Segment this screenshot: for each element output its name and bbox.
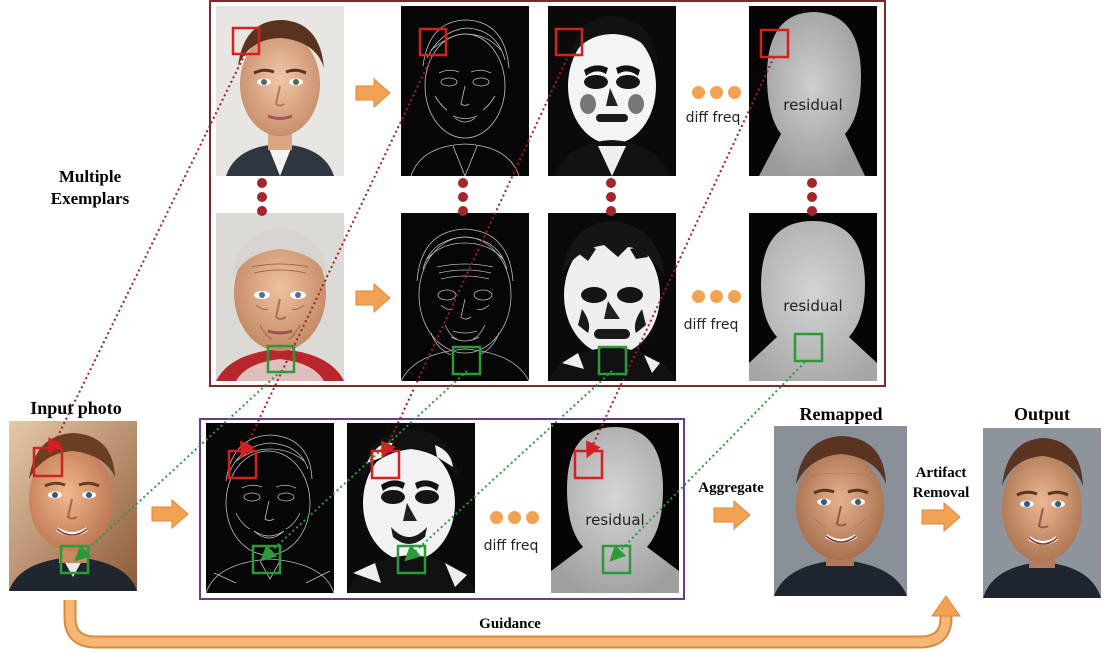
red-correspondence-lines: [52, 54, 774, 451]
green-patch-boxes: [61, 334, 822, 573]
ellipsis-dots-icon: [692, 290, 741, 303]
diff-freq-label-row1: diff freq: [680, 110, 746, 126]
green-correspondence-lines: [80, 362, 805, 556]
guidance-label: Guidance: [460, 616, 560, 633]
ellipsis-dots-icon: [692, 86, 741, 99]
input-photo-label: Input photo: [12, 398, 140, 419]
vertical-dots-icon: [807, 178, 817, 216]
multiple-exemplars-label: Multiple Exemplars: [40, 166, 140, 210]
vertical-dots-icon: [458, 178, 468, 216]
output-label: Output: [983, 404, 1101, 425]
diff-freq-label-input: diff freq: [478, 538, 544, 554]
vertical-dots-icon: [257, 178, 267, 216]
remapped-label: Remapped: [776, 404, 906, 425]
vertical-dots-icon: [606, 178, 616, 216]
aggregate-label: Aggregate: [686, 480, 776, 497]
artifact-removal-label: Artifact Removal: [904, 463, 978, 503]
right-arrow-icon: [152, 79, 960, 531]
diff-freq-label-row2: diff freq: [678, 317, 744, 333]
ellipsis-dots-icon: [490, 511, 539, 524]
